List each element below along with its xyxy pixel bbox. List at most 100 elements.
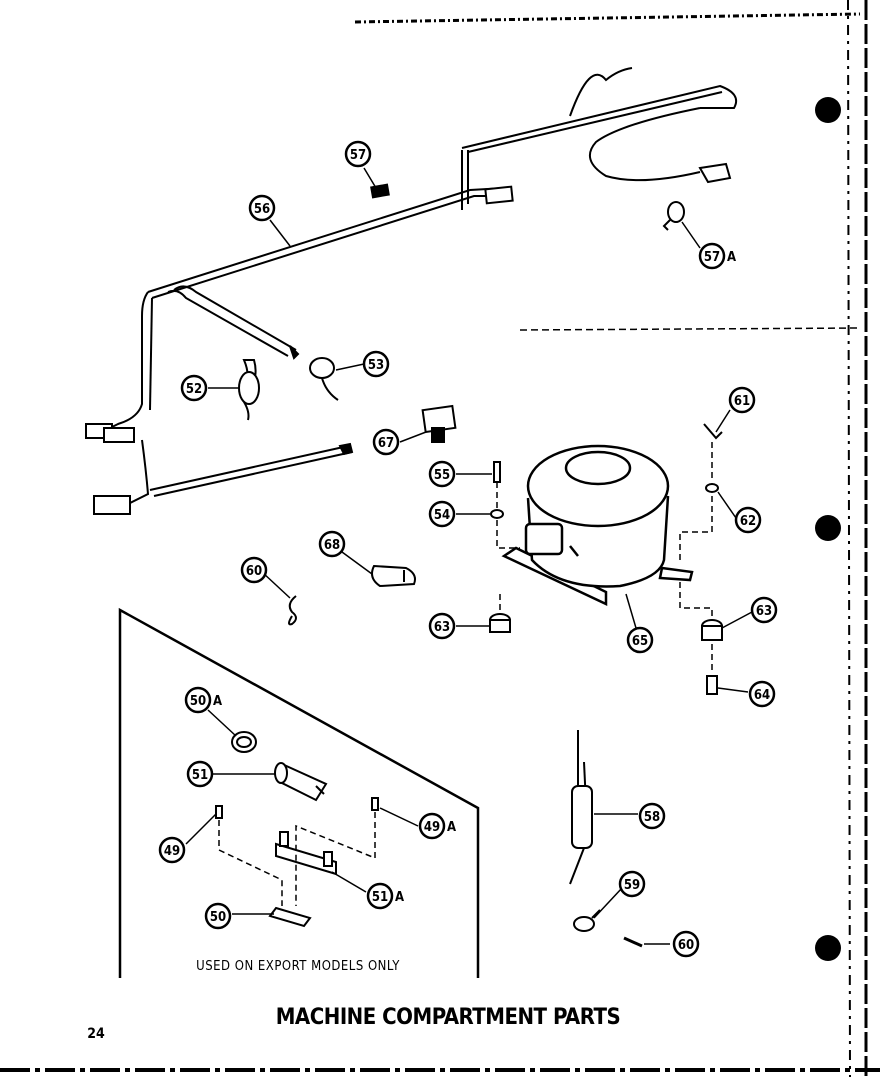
compressor-65-part	[501, 444, 694, 606]
callout-circle	[618, 870, 646, 898]
callout-label: 60	[246, 564, 262, 579]
callout-circle	[750, 596, 778, 624]
callout-circle	[626, 626, 654, 654]
callout-57: 57	[344, 140, 372, 168]
callout-label: 65	[632, 634, 648, 649]
binder-hole-middle	[815, 515, 841, 541]
callout-label: 53	[368, 358, 384, 373]
callout-suffix: A	[727, 250, 736, 265]
clamp-59-part	[573, 909, 643, 948]
callout-58: 58	[638, 802, 666, 830]
cap-68-part	[371, 564, 416, 588]
thermostat-53-part	[309, 357, 339, 401]
callout-label: 57	[350, 148, 366, 163]
callout-circle	[318, 530, 346, 558]
callout-49a: 49 A	[418, 812, 456, 840]
callout-circle	[180, 374, 208, 402]
export-box-lines	[218, 812, 376, 906]
callout-49: 49	[158, 836, 186, 864]
callout-label: 67	[378, 436, 394, 451]
callout-label: 61	[734, 394, 750, 409]
callout-65: 65	[626, 626, 654, 654]
callout-53: 53	[362, 350, 390, 378]
callout-circle	[428, 612, 456, 640]
callout-label: 49	[424, 820, 440, 835]
callout-label: 55	[434, 468, 450, 483]
export-note: USED ON EXPORT MODELS ONLY	[196, 959, 400, 974]
callout-label: 54	[434, 508, 450, 523]
mounting-hardware	[489, 423, 723, 695]
export-box-parts	[215, 731, 379, 928]
wiring-harness	[109, 67, 738, 507]
callout-label: 59	[624, 878, 640, 893]
callout-circle	[728, 386, 756, 414]
callout-label: 49	[164, 844, 180, 859]
clip-60-part	[288, 595, 297, 626]
callout-61: 61	[728, 386, 756, 414]
callout-label: 51	[372, 890, 388, 905]
page-number: 24	[87, 1026, 105, 1042]
callout-circle	[344, 140, 372, 168]
callout-60a: 60	[240, 556, 268, 584]
callout-label: 63	[756, 604, 772, 619]
callout-60b: 60	[672, 930, 700, 958]
leader-lines	[185, 167, 753, 945]
callout-circle	[248, 194, 276, 222]
callout-circle	[204, 902, 232, 930]
callout-label: 50	[190, 694, 206, 709]
callout-circle	[240, 556, 268, 584]
callout-52: 52	[180, 374, 208, 402]
callout-57a: 57 A	[698, 242, 736, 270]
callout-label: 64	[754, 688, 770, 703]
callout-circle	[428, 500, 456, 528]
binder-hole-top	[815, 97, 841, 123]
callout-label: 57	[704, 250, 720, 265]
callout-label: 50	[210, 910, 226, 925]
callout-circle	[362, 350, 390, 378]
callout-68: 68	[318, 530, 346, 558]
callout-label: 63	[434, 620, 450, 635]
relay-67-part	[421, 404, 457, 443]
callout-59: 59	[618, 870, 646, 898]
bulb-58-part	[569, 730, 593, 885]
callout-circle	[428, 460, 456, 488]
clamp-52-part	[238, 359, 260, 421]
callout-label: 52	[186, 382, 202, 397]
binder-hole-bottom	[815, 935, 841, 961]
callout-suffix: A	[447, 820, 456, 835]
callout-circle	[672, 930, 700, 958]
callout-56: 56	[248, 194, 276, 222]
callout-circle	[366, 882, 394, 910]
callout-51a: 51 A	[366, 882, 404, 910]
callout-55: 55	[428, 460, 456, 488]
callout-label: 62	[740, 514, 756, 529]
callout-50: 50	[204, 902, 232, 930]
harness-connectors	[85, 162, 732, 515]
callout-circle	[158, 836, 186, 864]
callout-63b: 63	[750, 596, 778, 624]
callout-64: 64	[748, 680, 776, 708]
callout-63a: 63	[428, 612, 456, 640]
callout-circle	[186, 760, 214, 788]
grommet-57a-part	[662, 201, 685, 231]
callout-circle	[372, 428, 400, 456]
callout-67: 67	[372, 428, 400, 456]
callout-54: 54	[428, 500, 456, 528]
callout-label: 68	[324, 538, 340, 553]
callout-circle	[184, 686, 212, 714]
callout-62: 62	[734, 506, 762, 534]
callout-circle	[734, 506, 762, 534]
callout-label: 56	[254, 202, 270, 217]
callout-suffix: A	[395, 890, 404, 905]
page-title: MACHINE COMPARTMENT PARTS	[276, 1005, 621, 1030]
callout-label: 60	[678, 938, 694, 953]
callout-circle	[418, 812, 446, 840]
callout-label: 58	[644, 810, 660, 825]
assembly-lines	[496, 442, 713, 672]
callout-circle	[748, 680, 776, 708]
